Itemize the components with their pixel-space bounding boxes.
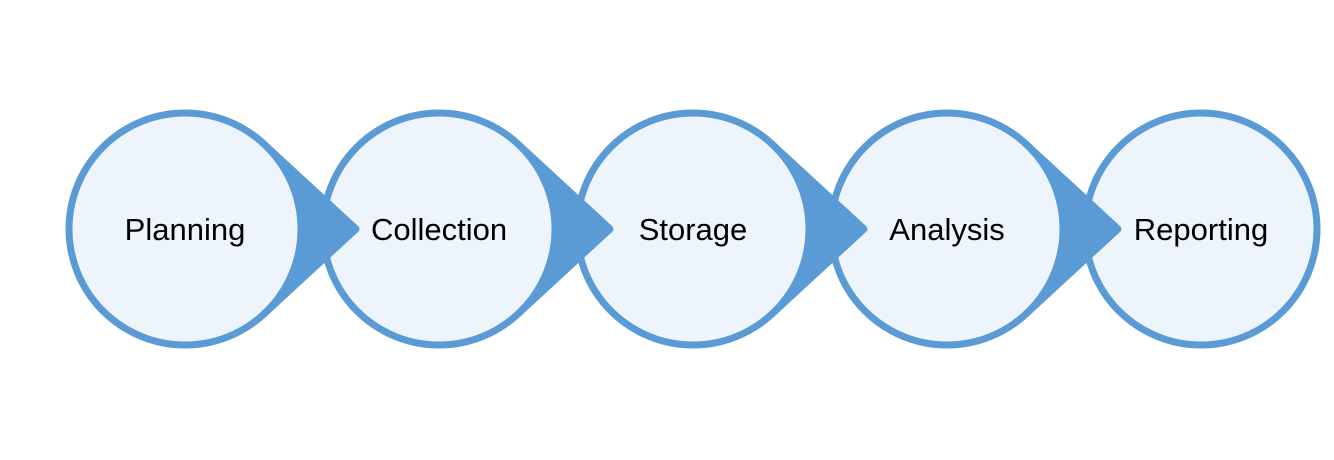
stage-label: Storage <box>639 212 748 247</box>
stage-collection: Collection <box>319 109 614 349</box>
stage-storage: Storage <box>573 109 868 349</box>
stage-planning: Planning <box>65 109 360 349</box>
stage-label: Planning <box>125 212 246 247</box>
stage-label: Analysis <box>889 212 1004 247</box>
stage-reporting: Reporting <box>1081 109 1321 349</box>
stage-label: Collection <box>371 212 507 247</box>
stage-analysis: Analysis <box>827 109 1122 349</box>
stage-circle <box>65 109 305 349</box>
stage-label: Reporting <box>1134 212 1268 247</box>
